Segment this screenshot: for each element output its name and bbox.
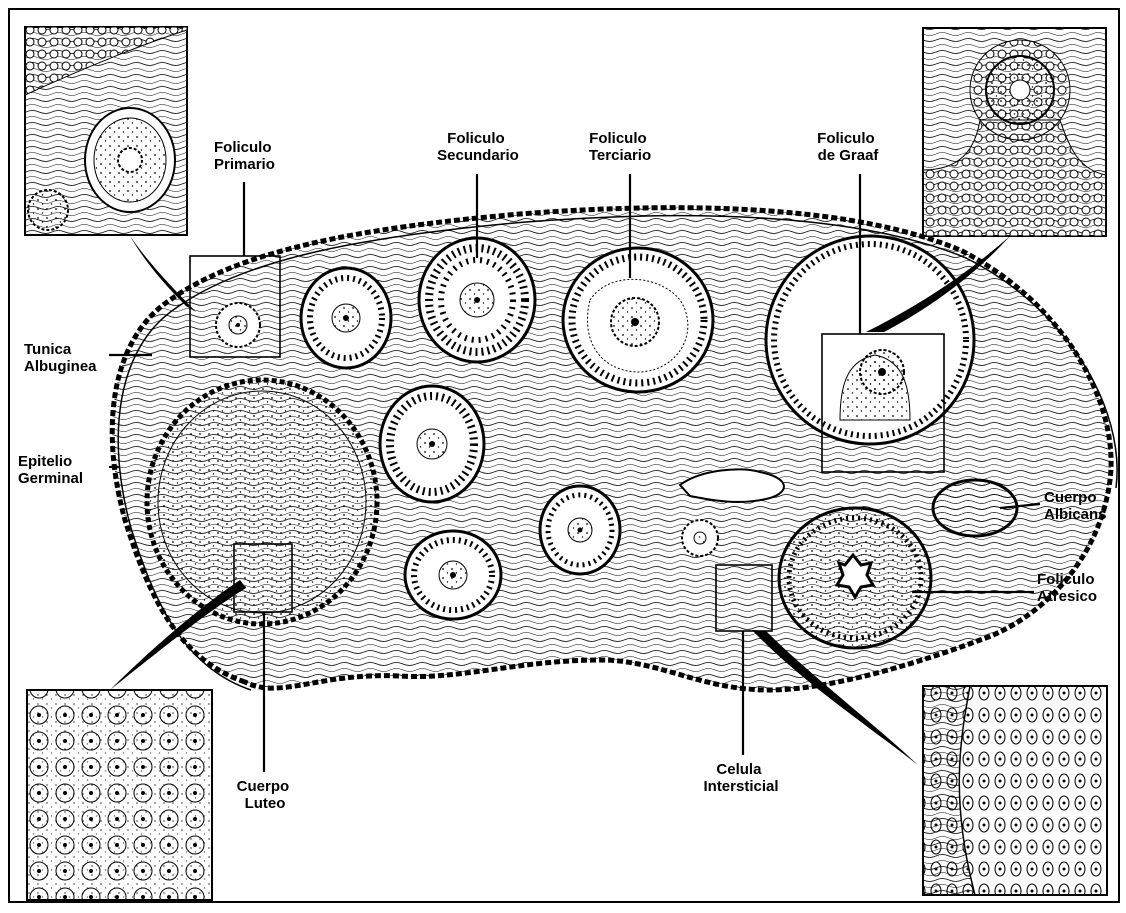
label-cuerpo-albicans: Cuerpo Albicans [1044,489,1107,523]
follicle-small [682,520,718,556]
label-epitelio-germinal: Epitelio Germinal [18,453,83,487]
follicle-graafian [766,236,974,444]
follicle-mid-3 [405,531,501,619]
label-foliculo-atresico: Foliculo Atresico [1037,571,1099,605]
label-cuerpo-luteo: Cuerpo Luteo [237,778,294,812]
inset-luteum [27,690,212,900]
label-foliculo-de-graaf: Foliculo de Graaf [817,130,879,164]
follicle-primary [216,303,260,347]
follicle-tertiary [563,248,713,392]
follicle-mid-2 [540,486,620,574]
corpus-luteum [147,380,377,624]
inset-interstitial [923,686,1107,895]
label-foliculo-terciario: Foliculo Terciario [589,130,651,164]
inset-primary [25,27,187,235]
follicle-growing-1 [301,268,391,368]
atretic-follicle [779,508,931,648]
inset-graafian [923,28,1106,236]
follicle-mid-1 [380,386,484,502]
label-foliculo-secundario: Foliculo Secundario [437,130,519,164]
label-foliculo-primario: Foliculo Primario [214,139,276,173]
